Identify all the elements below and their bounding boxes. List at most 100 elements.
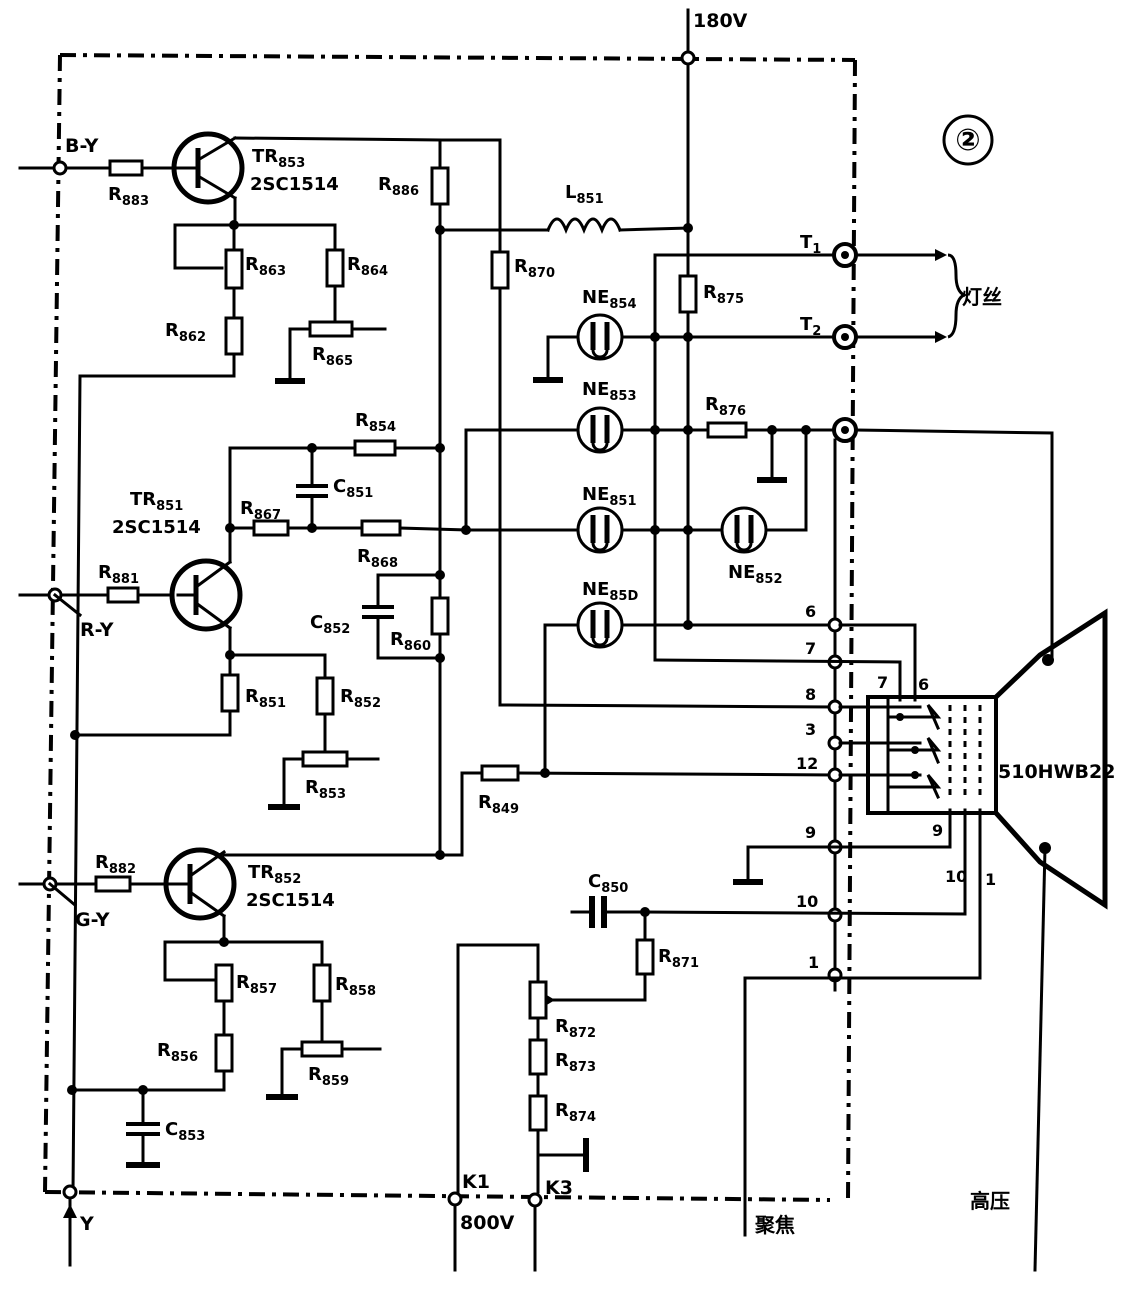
filament-section: R875 T1 T2 灯丝 (653, 232, 1002, 662)
input-y: Y (79, 1213, 94, 1235)
figure-number: ② (942, 114, 994, 166)
label-r870: R870 (514, 256, 555, 281)
tube-pin-7: 7 (877, 673, 888, 692)
pin-3: 3 (805, 720, 816, 739)
label-r872: R872 (555, 1016, 596, 1041)
label-tr851: TR851 (130, 489, 183, 514)
label-ne853: NE853 (582, 379, 637, 404)
stage-b-y: B-Y R883 TR853 2SC1514 R863 R862 R864 (18, 131, 442, 384)
label-r851: R851 (245, 686, 286, 711)
input-g-y: G-Y (75, 909, 110, 931)
resistor-r851 (220, 673, 240, 713)
transistor-tr852 (163, 847, 237, 921)
resistor-r857 (214, 963, 234, 1003)
part-tr853: 2SC1514 (250, 174, 339, 195)
chassis-lines (43, 53, 857, 1202)
focus-label: 聚焦 (754, 1213, 795, 1237)
terminal-k1 (447, 1191, 463, 1207)
resistor-r849 (480, 764, 520, 782)
tube-pin-9: 9 (932, 821, 943, 840)
resistor-r876 (706, 421, 748, 439)
label-r857: R857 (236, 972, 277, 997)
tube-pin-6: 6 (918, 675, 929, 694)
label-r853: R853 (305, 777, 346, 802)
label-r867: R867 (240, 498, 281, 523)
label-r868: R868 (357, 546, 398, 571)
input-y-group: Y (62, 1184, 94, 1267)
label-k3: K3 (545, 1177, 573, 1199)
part-tr851: 2SC1514 (112, 517, 201, 538)
label-ne850: NE85D (582, 579, 638, 604)
stage-r-y: R854 C851 R867 R868 R881 R-Y TR851 2SC15… (18, 410, 580, 810)
bias-r849: R849 (435, 764, 837, 860)
pin-9: 9 (805, 823, 816, 842)
neon-lamp-ne850 (576, 601, 624, 649)
label-t1: T1 (800, 232, 821, 257)
terminal-k3 (527, 1192, 543, 1208)
label-r871: R871 (658, 946, 699, 971)
resistor-r854 (353, 439, 397, 457)
label-c851: C851 (333, 476, 373, 501)
resistor-r852 (315, 676, 335, 716)
resistor-r863 (224, 248, 244, 290)
pin-12: 12 (796, 754, 818, 773)
tube-pin-1: 1 (985, 870, 996, 889)
pin-10: 10 (796, 892, 818, 911)
supply-800v-label: 800V (460, 1212, 515, 1234)
tube-pin-10: 10 (945, 867, 967, 886)
resistor-r883 (108, 159, 144, 177)
input-b-y: B-Y (65, 135, 99, 157)
crt-tube: 7 6 9 10 1 510HWB22 (866, 608, 1115, 1272)
pin-1: 1 (808, 953, 819, 972)
label-r863: R863 (245, 254, 286, 279)
label-r873: R873 (555, 1050, 596, 1075)
resistor-r886 (430, 166, 450, 206)
transistor-tr853 (171, 131, 245, 205)
label-c852: C852 (310, 612, 350, 637)
focus-network: C850 R871 R872 R873 R874 K1 K3 800V 聚焦 高… (447, 871, 1010, 1272)
label-r886: R886 (378, 174, 419, 199)
tube-connector: 6 7 8 3 12 9 10 1 (643, 438, 982, 1237)
label-r875: R875 (703, 282, 744, 307)
figure-number-text: ② (955, 123, 980, 158)
transistor-tr851 (169, 558, 243, 632)
tube-model: 510HWB22 (998, 761, 1115, 783)
label-l851: L851 (565, 182, 604, 207)
resistor-r856 (214, 1033, 234, 1073)
label-tr852: TR852 (248, 862, 301, 887)
label-k1: K1 (462, 1171, 490, 1193)
resistor-r882 (94, 875, 132, 893)
label-t2: T2 (800, 314, 821, 339)
label-ne852: NE852 (728, 562, 783, 587)
resistor-r875 (678, 274, 698, 314)
label-r876: R876 (705, 394, 746, 419)
neon-lamp-ne854 (576, 313, 624, 361)
label-r849: R849 (478, 792, 519, 817)
supply-180v-label: 180V (693, 10, 748, 32)
potentiometer-r853 (301, 750, 349, 768)
label-r874: R874 (555, 1100, 596, 1125)
neon-lamp-ne853 (576, 406, 624, 454)
pin-6: 6 (805, 602, 816, 621)
resistor-r881 (106, 586, 140, 604)
label-r864: R864 (347, 254, 388, 279)
supply-180v: 180V (680, 8, 748, 627)
resistor-r858 (312, 963, 332, 1003)
resistor-r871 (635, 938, 655, 976)
part-tr852: 2SC1514 (246, 890, 335, 911)
neon-lamp-ne852 (720, 506, 768, 554)
neon-lamp-ne851 (576, 506, 624, 554)
potentiometer-r859 (300, 1040, 344, 1058)
label-ne851: NE851 (582, 484, 637, 509)
filament-label: 灯丝 (962, 285, 1002, 309)
label-r854: R854 (355, 410, 396, 435)
label-tr853: TR853 (252, 146, 305, 171)
label-r860: R860 (390, 629, 431, 654)
stage-g-y: R882 G-Y TR852 2SC1514 R857 R856 R858 R8… (18, 847, 442, 1168)
label-r883: R883 (108, 184, 149, 209)
resistor-r862 (224, 316, 244, 356)
resistor-r874 (528, 1094, 548, 1132)
label-r865: R865 (312, 344, 353, 369)
neon-lamps: NE854 NE853 R876 NE851 (464, 287, 1054, 775)
